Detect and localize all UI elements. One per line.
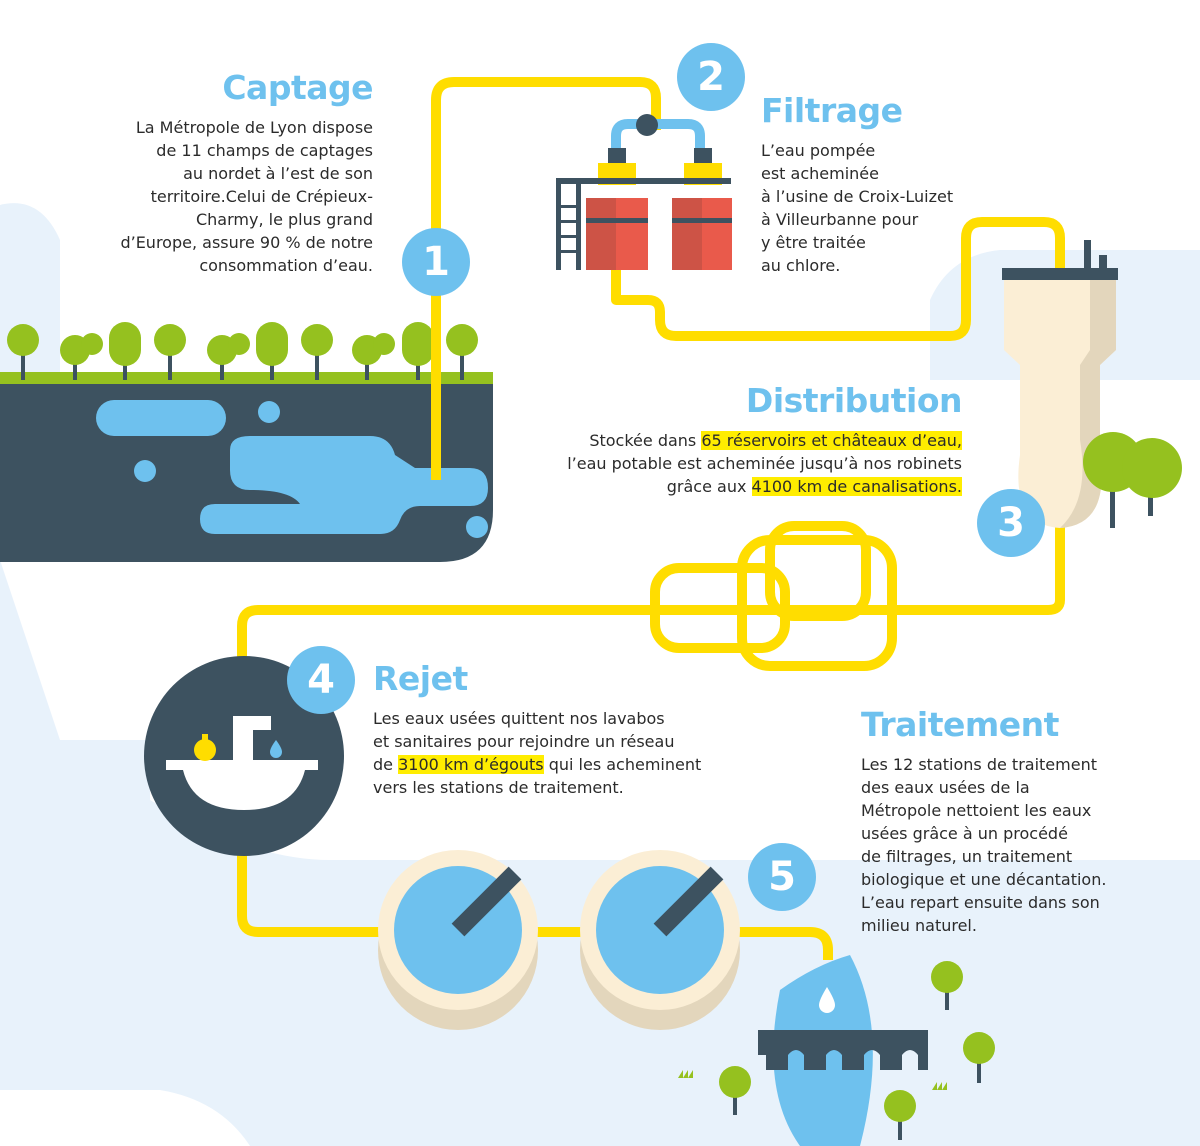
treatment-basins	[378, 850, 740, 1030]
sink-illustration	[144, 656, 344, 856]
text-line: vers les stations de traitement.	[373, 778, 624, 797]
highlight-egouts: 3100 km d’égouts	[398, 755, 544, 774]
text-line: de	[373, 755, 399, 774]
text-line: grâce aux	[666, 477, 752, 496]
step-title: Captage	[222, 68, 373, 107]
text-line: Stockée dans	[589, 431, 702, 450]
text-line: au chlore.	[761, 256, 841, 275]
text-line: Métropole nettoient les eaux	[861, 801, 1092, 820]
trees-row	[7, 322, 478, 380]
text-line: consommation d’eau.	[199, 256, 373, 275]
step-distribution: Distribution Stockée dans 65 réservoirs …	[522, 381, 963, 498]
text-line: milieu naturel.	[861, 916, 977, 935]
step-title: Distribution	[745, 381, 963, 420]
highlight-canalisations: 4100 km de canalisations.	[751, 477, 962, 496]
text-line: L’eau pompée	[761, 141, 876, 160]
text-line: usées grâce à un procédé	[861, 824, 1068, 843]
text-line: des eaux usées de la	[861, 778, 1030, 797]
step-4-badge: 4	[287, 646, 355, 714]
text-line: de 11 champs de captages	[156, 141, 373, 160]
step-rejet: Rejet Les eaux usées quittent nos lavabo…	[373, 659, 733, 799]
step-1-badge: 1	[402, 228, 470, 296]
text-line: qui les acheminent	[543, 755, 702, 774]
text-line: territoire.Celui de Crépieux-	[150, 187, 373, 206]
water-tower	[1002, 240, 1182, 528]
text-line: à l’usine de Croix-Luizet	[761, 187, 954, 206]
text-line: y être traitée	[761, 233, 866, 252]
step-5-badge: 5	[748, 843, 816, 911]
text-line: d’Europe, assure 90 % de notre	[120, 233, 373, 252]
step-traitement: Traitement Les 12 stations de traitement…	[861, 705, 1161, 937]
filter-plant	[556, 114, 732, 270]
text-line: Les eaux usées quittent nos lavabos	[373, 709, 665, 728]
text-line: biologique et une décantation.	[861, 870, 1107, 889]
text-line: La Métropole de Lyon dispose	[135, 118, 373, 137]
step-title: Filtrage	[761, 91, 903, 130]
step-captage: Captage La Métropole de Lyon dispose de …	[73, 68, 373, 277]
text-line: l’eau potable est acheminée jusqu’à nos …	[567, 454, 962, 473]
step-3-badge: 3	[977, 489, 1045, 557]
river-bridge	[758, 955, 928, 1146]
ground-with-groundwater	[0, 372, 493, 562]
text-line: Charmy, le plus grand	[195, 210, 373, 229]
step-title: Rejet	[373, 659, 468, 698]
text-line: et sanitaires pour rejoindre un réseau	[373, 732, 675, 751]
step-2-badge: 2	[677, 43, 745, 111]
text-line: L’eau repart ensuite dans son	[861, 893, 1100, 912]
text-line: de filtrages, un traitement	[861, 847, 1073, 866]
text-line: est acheminée	[761, 164, 879, 183]
small-trees	[678, 961, 995, 1140]
step-title: Traitement	[861, 705, 1059, 744]
text-line: au nordet à l’est de son	[183, 164, 373, 183]
text-line: à Villeurbanne pour	[761, 210, 919, 229]
step-filtrage: Filtrage L’eau pompée est acheminée à l’…	[761, 91, 1001, 277]
highlight-reservoirs: 65 réservoirs et châteaux d’eau,	[701, 431, 962, 450]
text-line: Les 12 stations de traitement	[861, 755, 1097, 774]
